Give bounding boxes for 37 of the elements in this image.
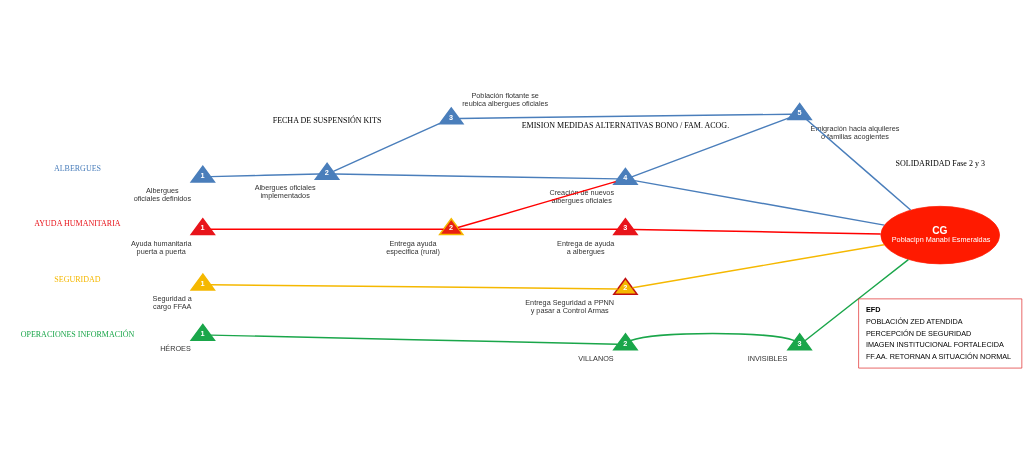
node-label: Entrega Seguridad a PPNN y pasar a Control Armas [525, 298, 615, 316]
connector [630, 332, 796, 342]
connector [458, 228, 619, 230]
node-label: VILLANOS [578, 353, 614, 363]
connector [804, 258, 910, 342]
connector [209, 173, 320, 178]
node-label: Seguridad a cargo FFAA [152, 294, 192, 312]
connector [334, 173, 619, 180]
node-label: Albergues oficiales definidos [133, 186, 192, 204]
node-label: Creación de nuevos albergues oficiales [549, 188, 615, 206]
label: AYUDA HUMANITARIA [34, 219, 121, 229]
label: SEGURIDAD [54, 274, 101, 284]
connector [805, 118, 912, 211]
node-label: INVISIBLES [747, 353, 788, 363]
node-ellipse: CG Poblacipn Manabí Esmeraldas [880, 205, 1000, 265]
node-box: EFD POBLACIÓN ZED ATENDIDA PERCEPCIÓN DE SEGURIDAD IMAGEN INSTITUCIONAL FORTALECIDA FF.AA. RETORNAN A SITUACIÓN NORMAL [858, 298, 1023, 369]
label: ALBERGUES [53, 163, 102, 173]
node-label: Entrega de ayuda a albergues [557, 238, 615, 256]
node-label: Albergues oficiales implementados [254, 183, 316, 201]
node-label: HÉROES [160, 344, 191, 354]
connector [210, 228, 445, 230]
connector [631, 244, 885, 289]
node-label: Entrega ayuda especifica (rural) [386, 238, 440, 256]
connector [632, 228, 882, 235]
connector [209, 284, 619, 290]
connector [633, 179, 886, 226]
label: FECHA DE SUSPENSIÓN KITS [272, 115, 382, 125]
connector [210, 334, 619, 345]
connector [458, 113, 793, 120]
label: SOLIDARIDAD Fase 2 y 3 [895, 158, 985, 168]
node-label: Ayuda humanitaria puerta a puerta [131, 238, 192, 256]
label: OPERACIONES INFORMACIÓN [20, 329, 135, 339]
label: EMISION MEDIDAS ALTERNATIVAS BONO / FAM. ACOG. [521, 120, 730, 130]
connector [457, 180, 617, 229]
connector [631, 117, 790, 178]
node-label: Población flotante se reubica albergues oficiales [462, 90, 549, 108]
connector [332, 122, 441, 173]
